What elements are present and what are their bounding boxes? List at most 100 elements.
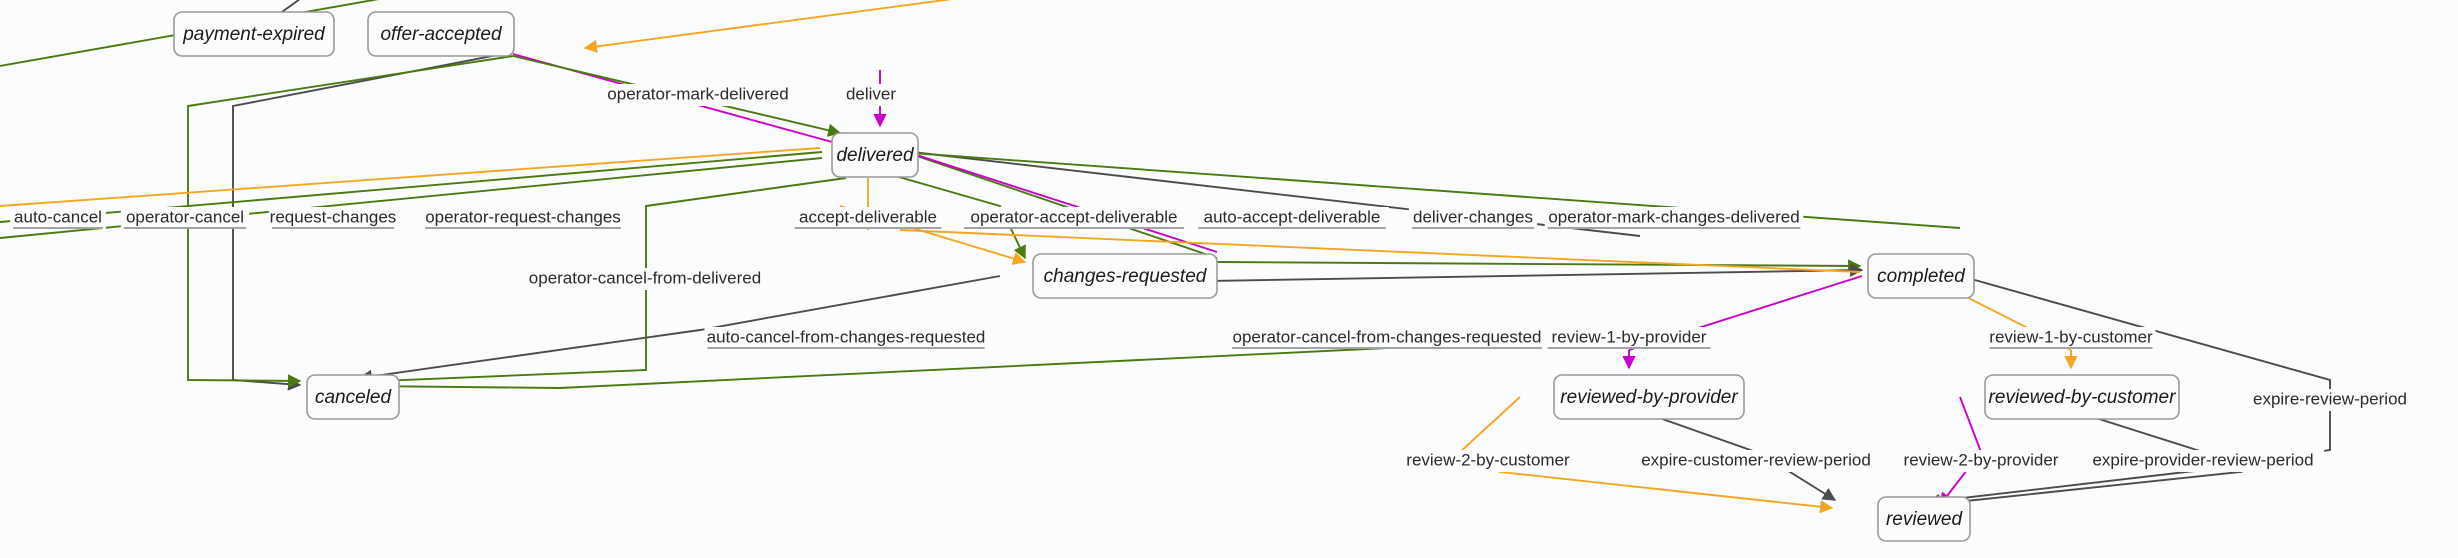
state-node-box [1877,496,1971,542]
edge-label-deliver-changes: deliver-changes [1408,207,1538,229]
edge-e-offer-green-down [187,55,514,388]
edge-label-backdrop [1544,327,1714,349]
state-node-label: canceled [315,387,392,408]
edge-label-text: review-1-by-customer [1989,327,2153,346]
edge-label-backdrop [960,207,1188,229]
edge-e-changes-cancel-dark [358,275,1001,383]
state-node-box [173,11,335,57]
state-node-box [831,132,919,178]
edge-label-text: operator-accept-deliverable [971,207,1178,226]
edge-label-expire-customer-review-period: expire-customer-review-period [1634,450,1878,472]
state-node-reviewed-by-provider[interactable]: reviewed-by-provider [1553,374,1745,420]
edge-label-text: operator-mark-delivered [607,84,788,103]
edge-label-operator-accept-deliverable: operator-accept-deliverable [960,207,1188,229]
state-node-label: completed [1877,266,1966,287]
edge-label-auto-cancel: auto-cancel [10,207,106,229]
state-node-box [1867,253,1975,299]
state-node-reviewed-by-customer[interactable]: reviewed-by-customer [1984,374,2180,420]
edge-e-completed-dark-expire [1924,265,2331,471]
edge-e-expire-dark-reviewed [1926,469,2204,508]
edge-label-text: expire-customer-review-period [1641,450,1871,469]
state-node-label: reviewed-by-customer [1989,387,2177,408]
edge-label-backdrop [519,268,771,290]
edge-label-backdrop [1403,450,1573,472]
edge-label-backdrop [1634,450,1878,472]
edge-label-operator-request-changes: operator-request-changes [422,207,624,229]
edge-label-text: operator-cancel [126,207,244,226]
edge-label-operator-mark-delivered: operator-mark-delivered [601,84,795,106]
edge-label-backdrop [1408,207,1538,229]
state-node-label: payment-expired [182,24,326,45]
edge-label-expire-review-period: expire-review-period [2245,389,2415,411]
edge-label-expire-provider-review-period: expire-provider-review-period [2081,450,2325,472]
edge-label-auto-accept-deliverable: auto-accept-deliverable [1195,207,1389,229]
edge-e-changes-back-green [903,149,1218,259]
edge-label-backdrop [1195,207,1389,229]
edge-label-text: auto-cancel-from-changes-requested [707,327,986,346]
state-node-box [1984,374,2180,420]
edge-label-text: accept-deliverable [799,207,937,226]
nodes-layer: payment-expired offer-accepted delivered ch… [173,11,2180,542]
edge-label-text: deliver-changes [1413,207,1533,226]
edge-e-offer-dark-down [232,51,514,391]
state-node-box [1032,253,1218,299]
edge-label-text: auto-accept-deliverable [1204,207,1381,226]
edge-label-review-2-by-customer: review-2-by-customer [1403,450,1573,472]
edge-label-backdrop [704,327,988,349]
state-node-box [306,374,400,420]
edge-label-backdrop [2245,389,2415,411]
edge-label-backdrop [1896,450,2066,472]
edge-label-review-1-by-customer: review-1-by-customer [1986,327,2156,349]
edge-label-backdrop [839,84,903,106]
edge-e-changes-to-completed-green [1216,259,1862,273]
state-node-box [367,11,515,57]
edge-label-operator-cancel-from-delivered: operator-cancel-from-delivered [519,268,771,290]
state-node-delivered[interactable]: delivered [831,132,919,178]
state-node-label: offer-accepted [380,24,503,45]
edge-e-changes-cancel-green [356,347,1388,393]
edge-e-in-orange-offer [583,0,953,54]
edge-e-accept-to-completed-orange [899,229,1861,273]
edge-label-operator-cancel: operator-cancel [120,207,250,229]
edge-labels-layer: auto-cancel operator-cancel request-change… [10,84,2415,472]
edge-label-auto-cancel-from-changes-requested: auto-cancel-from-changes-requested [704,327,988,349]
edge-label-backdrop [791,207,945,229]
edge-e-delivered-cancel-green [353,177,847,389]
state-node-reviewed[interactable]: reviewed [1877,496,1971,542]
edge-label-review-2-by-provider: review-2-by-provider [1896,450,2066,472]
edge-label-text: operator-mark-changes-delivered [1548,207,1799,226]
edge-label-operator-cancel-from-changes-requested: operator-cancel-from-changes-requested [1229,327,1545,349]
state-node-changes-requested[interactable]: changes-requested [1032,253,1218,299]
state-node-canceled[interactable]: canceled [306,374,400,420]
edge-label-backdrop [1544,207,1804,229]
edge-label-operator-mark-changes-delivered: operator-mark-changes-delivered [1544,207,1804,229]
edge-label-text: operator-request-changes [425,207,621,226]
state-node-payment-expired[interactable]: payment-expired [173,11,335,57]
edge-label-accept-deliverable: accept-deliverable [791,207,945,229]
edge-label-text: auto-cancel [14,207,102,226]
state-node-label: delivered [836,145,915,166]
edge-label-text: request-changes [270,207,397,226]
edge-label-text: review-1-by-provider [1552,327,1707,346]
edge-label-text: expire-provider-review-period [2092,450,2313,469]
edge-label-backdrop [1229,327,1545,349]
edge-label-text: review-2-by-customer [1406,450,1570,469]
edge-e-changes-to-completed-dark [1149,263,1864,283]
edge-label-backdrop [10,207,106,229]
state-node-label: reviewed [1886,509,1963,530]
state-node-box [1553,374,1745,420]
edge-label-text: deliver [846,84,896,103]
edge-label-text: review-2-by-provider [1904,450,2059,469]
edge-label-request-changes: request-changes [268,207,398,229]
edge-label-deliver: deliver [839,84,903,106]
edge-label-backdrop [120,207,250,229]
edge-label-backdrop [422,207,624,229]
edge-label-backdrop [601,84,795,106]
edge-e-changes-back-magenta [894,147,1218,253]
edge-label-text: operator-cancel-from-changes-requested [1233,327,1542,346]
state-node-offer-accepted[interactable]: offer-accepted [367,11,515,57]
state-node-completed[interactable]: completed [1867,253,1975,299]
edge-label-text: expire-review-period [2253,389,2407,408]
